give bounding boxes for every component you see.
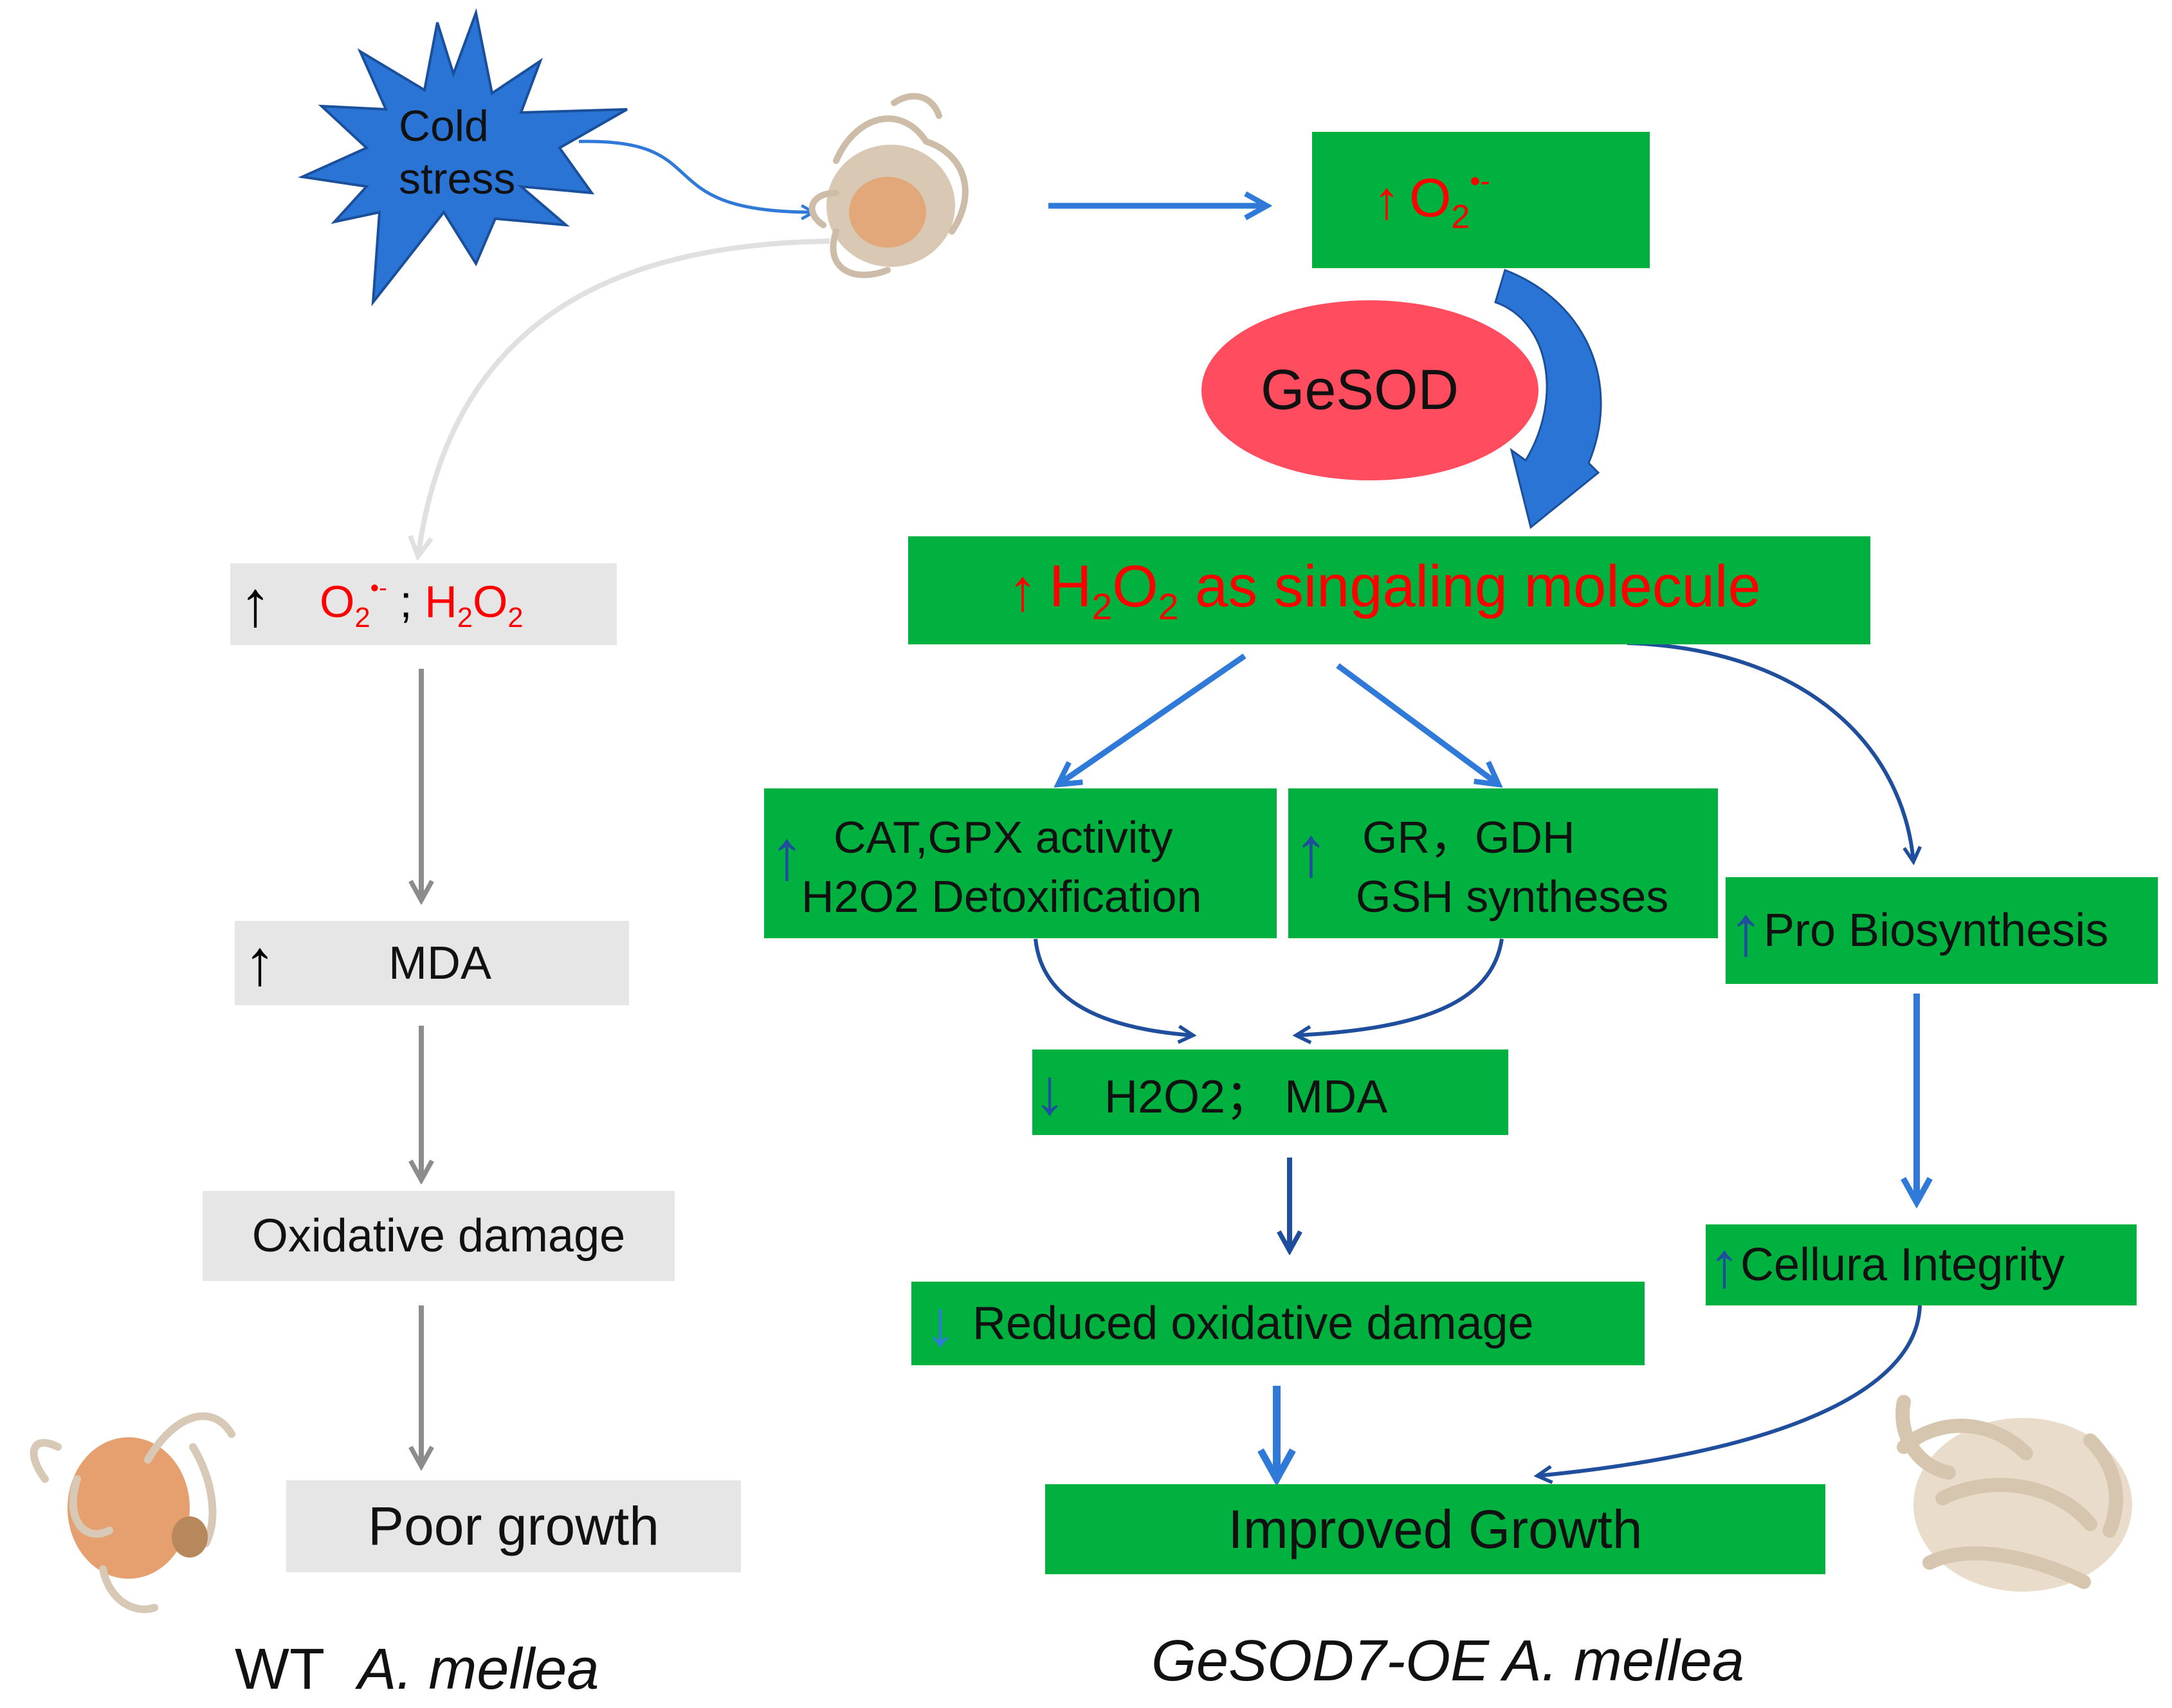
cat-gpx-line1: CAT,GPX activity bbox=[834, 812, 1173, 862]
h2o2-signaling-text: H2O2 as singaling molecule bbox=[1049, 553, 1761, 628]
h2o2-sub1: 2 bbox=[1091, 586, 1113, 628]
fungus-photo-oe bbox=[1895, 1395, 2132, 1592]
wt-mda-label: MDA bbox=[388, 937, 491, 989]
superoxide-box: ↑ O2•- bbox=[1312, 132, 1650, 268]
wt-poor-growth-box: Poor growth bbox=[286, 1480, 741, 1572]
reduced-damage-box: ↓ Reduced oxidative damage bbox=[911, 1282, 1645, 1365]
fungus-photo-wt bbox=[30, 1412, 235, 1613]
gesod-label: GeSOD bbox=[1261, 358, 1459, 421]
cold-stress-star bbox=[297, 8, 628, 307]
fungus-photo-top bbox=[808, 93, 969, 278]
up-arrow-icon: ↑ bbox=[769, 815, 805, 895]
cold-stress-line1: Cold bbox=[399, 102, 489, 150]
o2-base: O bbox=[1409, 167, 1452, 228]
wt-oxidative-box: Oxidative damage bbox=[203, 1191, 675, 1281]
gesod-conversion-arrow bbox=[1494, 269, 1602, 529]
up-arrow-icon: ↑ bbox=[1293, 812, 1329, 891]
cat-gpx-text: CAT,GPX activity H2O2 Detoxification bbox=[801, 808, 1202, 926]
wt-o2-base: O bbox=[320, 576, 355, 627]
wt-caption-species: A. mellea bbox=[358, 1637, 599, 1702]
up-arrow-icon: ↑ bbox=[1728, 891, 1764, 970]
down-arrow-icon: ↓ bbox=[924, 1287, 956, 1359]
down-arrow-icon: ↓ bbox=[1034, 1056, 1066, 1128]
up-arrow-icon: ↑ bbox=[1708, 1228, 1740, 1301]
o2-sub: 2 bbox=[1451, 198, 1470, 236]
cold-stress-label: Cold stress bbox=[399, 100, 515, 205]
improved-growth-box: Improved Growth bbox=[1045, 1484, 1825, 1574]
cat-gpx-line2: H2O2 Detoxification bbox=[801, 871, 1202, 922]
gr-to-mda-arrow bbox=[1296, 938, 1504, 1035]
cellura-to-improved-arrow bbox=[1537, 1305, 1922, 1476]
oe-caption: GeSOD7-OE A. mellea bbox=[1151, 1628, 1744, 1694]
gr-gdh-box: ↑ GR，GDH GSH syntheses bbox=[1288, 788, 1718, 938]
cold-stress-line2: stress bbox=[399, 154, 516, 203]
wt-h2o2-sub2: 2 bbox=[507, 602, 524, 633]
h2o2-signaling-box: ↑ H2O2 as singaling molecule bbox=[908, 536, 1870, 644]
improved-growth-label: Improved Growth bbox=[1228, 1498, 1643, 1559]
h2o2-to-gr-arrow bbox=[1336, 663, 1499, 785]
superoxide-formula: O2•- bbox=[1409, 163, 1490, 236]
reduced-damage-label: Reduced oxidative damage bbox=[972, 1298, 1534, 1349]
up-arrow-icon: ↑ bbox=[1373, 169, 1400, 230]
gesod-ellipse bbox=[1201, 300, 1538, 480]
oe-caption-text: GeSOD7-OE A. mellea bbox=[1151, 1629, 1744, 1693]
wt-ros-formula: O2•- ; H2O2 bbox=[320, 574, 524, 634]
wt-caption-plain: WT bbox=[235, 1637, 340, 1702]
up-arrow-icon: ↑ bbox=[239, 568, 271, 640]
h2o2-rest: as singaling molecule bbox=[1178, 553, 1761, 619]
cellura-integrity-box: ↑ Cellura Integrity bbox=[1706, 1224, 2137, 1305]
h2o2-to-pro-arrow bbox=[1627, 641, 1913, 862]
h2o2-sub2: 2 bbox=[1158, 586, 1179, 628]
gr-gdh-text: GR，GDH GSH syntheses bbox=[1356, 808, 1668, 926]
h2o2-h: H bbox=[1049, 553, 1092, 619]
wt-ros-box: ↑ O2•- ; H2O2 bbox=[230, 563, 617, 645]
up-arrow-icon: ↑ bbox=[1008, 557, 1037, 623]
wt-h2o2-o: O bbox=[472, 576, 508, 627]
h2o2-to-cat-arrow bbox=[1058, 653, 1246, 785]
pro-biosynthesis-box: ↑ Pro Biosynthesis bbox=[1726, 877, 2158, 984]
pro-biosynthesis-label: Pro Biosynthesis bbox=[1764, 905, 2109, 956]
gr-gdh-line2: GSH syntheses bbox=[1356, 871, 1669, 922]
wt-o2-sub: 2 bbox=[354, 602, 370, 633]
wt-oxidative-label: Oxidative damage bbox=[251, 1210, 626, 1262]
gr-gdh-line1: GR，GDH bbox=[1362, 812, 1575, 862]
stress-to-fungus-arrow bbox=[578, 140, 814, 212]
wt-h2o2-sub1: 2 bbox=[457, 602, 473, 633]
o2-sup: •- bbox=[1470, 164, 1490, 198]
wt-o2-sup: •- bbox=[370, 574, 387, 603]
wt-poor-growth-label: Poor growth bbox=[368, 1496, 659, 1556]
h2o2-mda-box: ↓ H2O2； MDA bbox=[1032, 1049, 1508, 1135]
wt-ros-sep: ; bbox=[387, 576, 425, 627]
cat-gpx-box: ↑ CAT,GPX activity H2O2 Detoxification bbox=[764, 788, 1277, 938]
wt-h2o2-h: H bbox=[424, 576, 457, 627]
cellura-integrity-label: Cellura Integrity bbox=[1740, 1239, 2065, 1291]
up-arrow-icon: ↑ bbox=[244, 927, 276, 999]
cat-to-mda-arrow bbox=[1034, 938, 1193, 1035]
h2o2-mda-label: H2O2； MDA bbox=[1104, 1071, 1388, 1123]
wt-caption: WT A. mellea bbox=[235, 1637, 599, 1703]
wt-mda-box: ↑ MDA bbox=[235, 921, 629, 1005]
h2o2-o: O bbox=[1112, 553, 1158, 619]
fungus-to-wt-arrow bbox=[418, 239, 830, 556]
